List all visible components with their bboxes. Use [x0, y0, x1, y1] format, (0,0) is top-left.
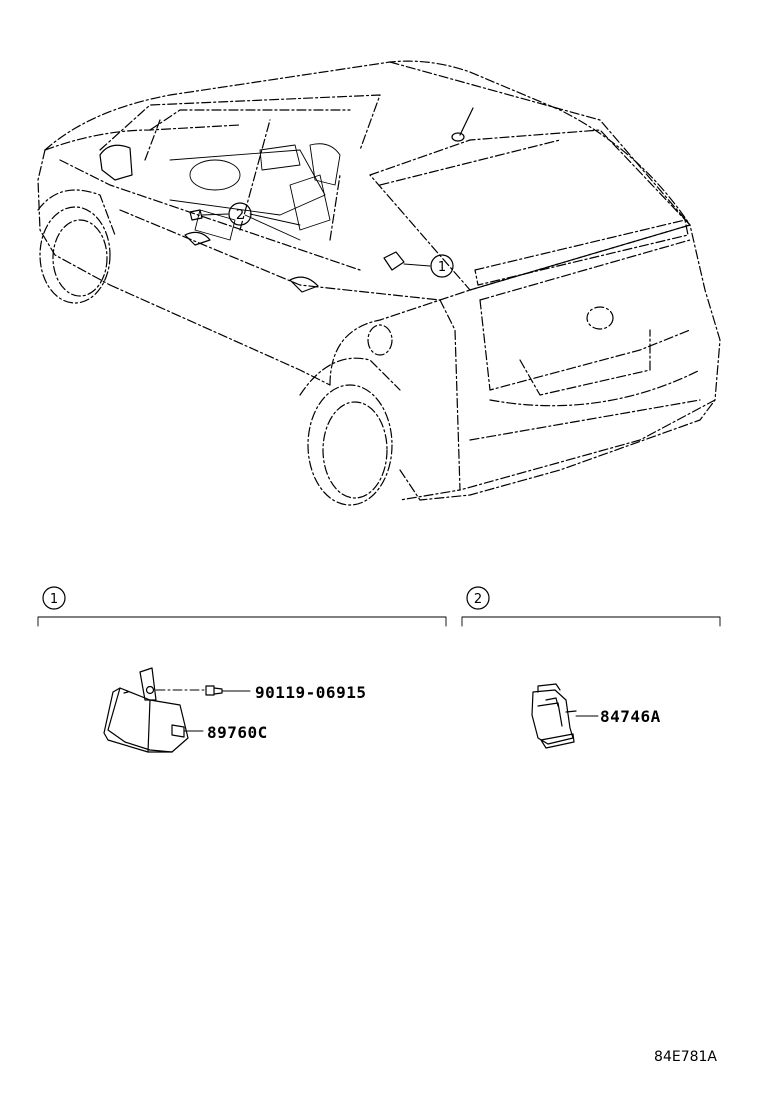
callout-2-marker[interactable]: 2 — [228, 202, 252, 226]
callout-1-marker[interactable]: 1 — [430, 254, 454, 278]
part-number-switch[interactable]: 84746A — [600, 707, 661, 726]
diagram-reference-code: 84E781A — [654, 1049, 717, 1065]
switch-drawing — [531, 683, 599, 749]
part-number-computer[interactable]: 89760C — [207, 723, 268, 742]
callout-1-label: 1 — [438, 260, 446, 275]
computer-module-drawing — [103, 667, 251, 753]
section-1-bracket — [37, 616, 447, 627]
vehicle-illustration — [37, 60, 721, 506]
section-1-header: 1 — [37, 586, 447, 627]
callout-2-label: 2 — [236, 208, 244, 223]
part-number-bolt[interactable]: 90119-06915 — [255, 683, 366, 702]
section-2-bracket — [461, 616, 721, 627]
section-2-header: 2 — [461, 586, 721, 627]
section-2-number: 2 — [474, 592, 482, 607]
section-1-number: 1 — [50, 592, 58, 607]
